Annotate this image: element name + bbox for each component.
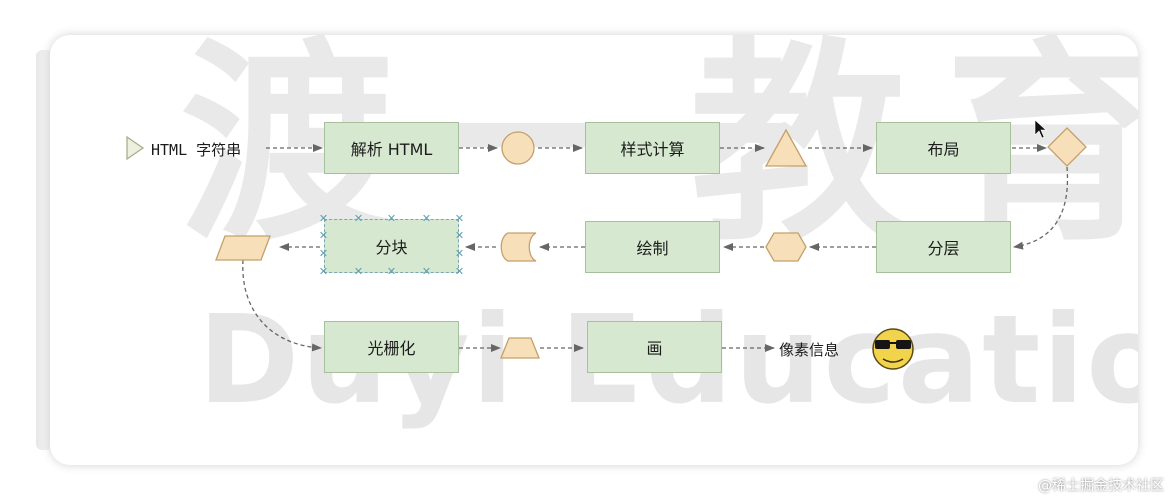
parallelogram-node [215,235,271,261]
stored-data-node [500,232,537,262]
selection-handle[interactable]: ✕ [386,212,397,225]
arrow-parallelogram-to-raster [242,259,322,352]
selection-handle[interactable]: ✕ [318,265,329,278]
raster-box[interactable]: 光栅化 [324,321,459,373]
left-edge-strip [36,50,50,450]
layout-box[interactable]: 布局 [876,122,1011,174]
start-triangle-marker [126,135,145,161]
selection-handle[interactable]: ✕ [318,247,329,260]
pixel-info-label: 像素信息 [779,341,840,359]
selection-handle[interactable]: ✕ [454,265,465,278]
hexagon-node [765,232,807,262]
trapezoid-node [500,337,540,359]
selection-handle[interactable]: ✕ [386,265,397,278]
mouse-cursor-icon [1034,119,1047,139]
selection-handle[interactable]: ✕ [421,265,432,278]
tiling-box[interactable]: 分块 [324,219,459,273]
paint-box[interactable]: 画 [587,321,722,373]
source-credit: @稀土掘金技术社区 [1038,478,1164,494]
selection-handle[interactable]: ✕ [353,265,364,278]
selection-handle[interactable]: ✕ [318,212,329,225]
diamond-node [1047,127,1087,167]
selection-handle[interactable]: ✕ [454,229,465,242]
cool-face-emoji-icon [872,328,914,370]
layering-box[interactable]: 分层 [876,221,1011,273]
arrow-diamond-to-layering [1013,166,1069,250]
parse-html-box[interactable]: 解析 HTML [324,122,459,174]
html-string-label: HTML 字符串 [151,141,242,159]
selection-handle[interactable]: ✕ [318,229,329,242]
selection-handle[interactable]: ✕ [454,247,465,260]
style-compute-box[interactable]: 样式计算 [585,122,720,174]
selection-handle[interactable]: ✕ [353,212,364,225]
draw-box[interactable]: 绘制 [585,221,720,273]
selection-handle[interactable]: ✕ [421,212,432,225]
selection-handle[interactable]: ✕ [454,212,465,225]
triangle-node [764,128,808,167]
circle-node [501,131,535,165]
